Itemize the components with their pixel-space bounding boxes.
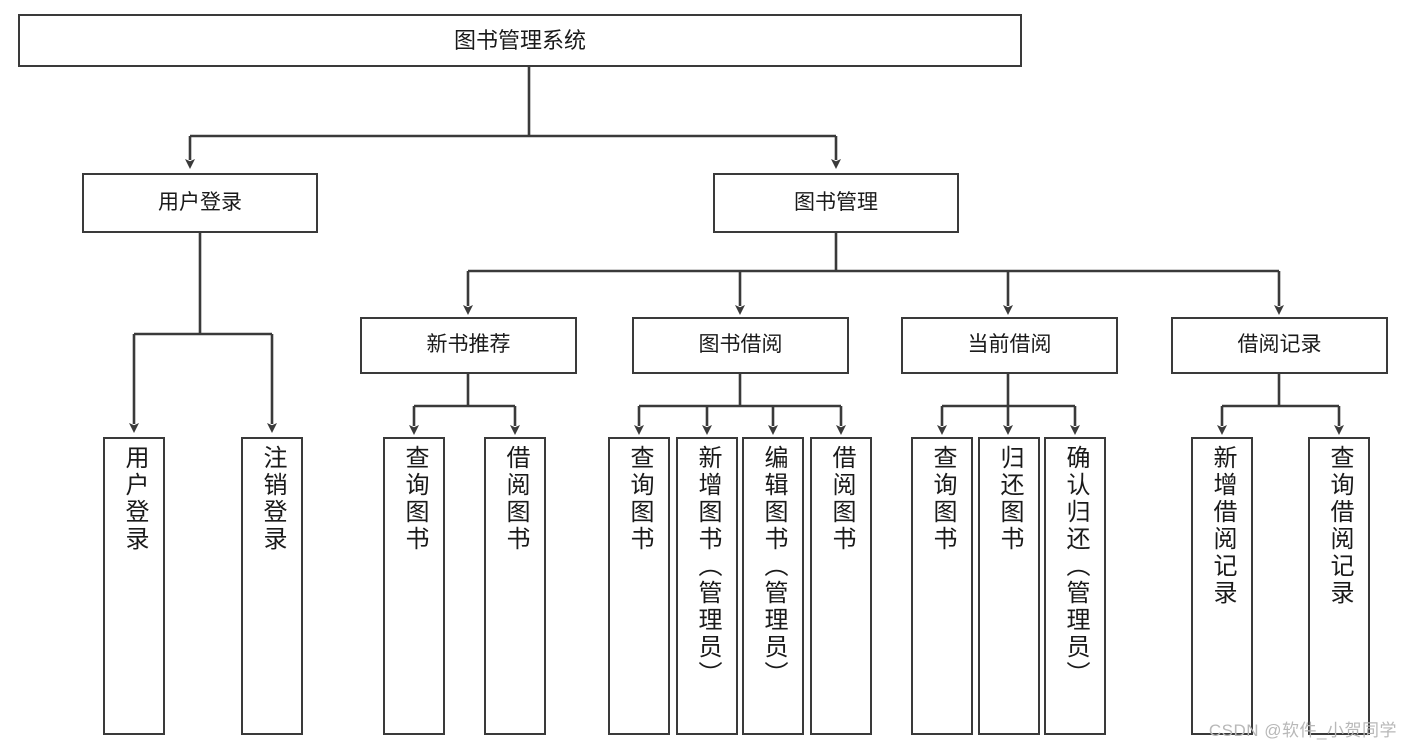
leaf-query-book-1[interactable]: 查询图书	[383, 437, 445, 735]
leaf-query-record-label: 查询借阅记录	[1326, 445, 1353, 607]
leaf-add-record-label: 新增借阅记录	[1209, 445, 1236, 607]
leaf-confirm-return-label: 确认归还（管理员）	[1062, 445, 1089, 688]
leaf-borrow-book-1[interactable]: 借阅图书	[484, 437, 546, 735]
node-book-borrow[interactable]: 图书借阅	[632, 317, 849, 374]
leaf-edit-book-label: 编辑图书（管理员）	[760, 445, 787, 688]
node-book-management[interactable]: 图书管理	[713, 173, 959, 233]
node-current-borrow-label: 当前借阅	[967, 333, 1052, 357]
leaf-add-book-label: 新增图书（管理员）	[694, 445, 721, 688]
node-root-label: 图书管理系统	[453, 27, 586, 53]
leaf-user-login-label: 用户登录	[121, 445, 148, 553]
leaf-add-record[interactable]: 新增借阅记录	[1191, 437, 1253, 735]
leaf-logout-login[interactable]: 注销登录	[241, 437, 303, 735]
leaf-query-book-2[interactable]: 查询图书	[608, 437, 670, 735]
node-borrow-record-label: 借阅记录	[1237, 333, 1322, 357]
node-book-management-label: 图书管理	[794, 190, 878, 214]
leaf-borrow-book-2[interactable]: 借阅图书	[810, 437, 872, 735]
node-current-borrow[interactable]: 当前借阅	[901, 317, 1118, 374]
node-borrow-record[interactable]: 借阅记录	[1171, 317, 1388, 374]
leaf-borrow-book-1-label: 借阅图书	[502, 445, 529, 553]
node-root[interactable]: 图书管理系统	[18, 14, 1022, 67]
leaf-query-record[interactable]: 查询借阅记录	[1308, 437, 1370, 735]
leaf-add-book[interactable]: 新增图书（管理员）	[676, 437, 738, 735]
node-new-book-recommend[interactable]: 新书推荐	[360, 317, 577, 374]
leaf-return-book[interactable]: 归还图书	[978, 437, 1040, 735]
node-user-login[interactable]: 用户登录	[82, 173, 318, 233]
leaf-query-book-3[interactable]: 查询图书	[911, 437, 973, 735]
node-user-login-label: 用户登录	[158, 190, 242, 214]
leaf-query-book-1-label: 查询图书	[401, 445, 428, 553]
node-new-book-recommend-label: 新书推荐	[426, 333, 511, 357]
leaf-user-login[interactable]: 用户登录	[103, 437, 165, 735]
leaf-logout-login-label: 注销登录	[259, 445, 286, 553]
leaf-return-book-label: 归还图书	[996, 445, 1023, 553]
node-book-borrow-label: 图书借阅	[698, 333, 783, 357]
leaf-query-book-3-label: 查询图书	[929, 445, 956, 553]
leaf-query-book-2-label: 查询图书	[626, 445, 653, 553]
leaf-edit-book[interactable]: 编辑图书（管理员）	[742, 437, 804, 735]
watermark-text: CSDN @软件_小贺同学	[1208, 721, 1397, 740]
leaf-confirm-return[interactable]: 确认归还（管理员）	[1044, 437, 1106, 735]
leaf-borrow-book-2-label: 借阅图书	[828, 445, 855, 553]
